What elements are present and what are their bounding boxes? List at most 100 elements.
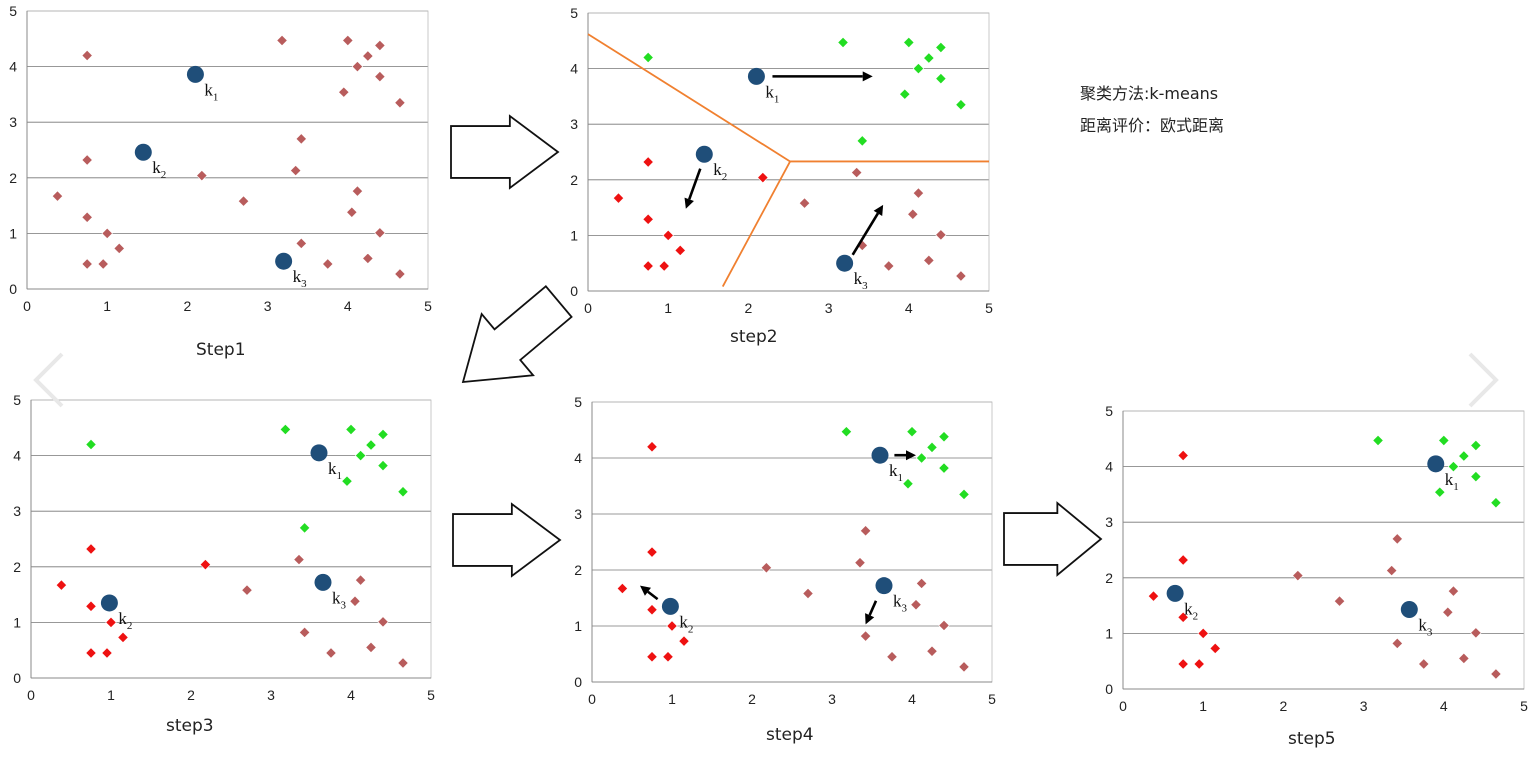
clustering-method-text: 聚类方法:k-means <box>1080 84 1219 103</box>
data-point <box>293 553 305 566</box>
flow-arrow-diagonal <box>461 284 573 384</box>
data-point <box>362 50 374 62</box>
centroid-label: k3 <box>893 592 908 615</box>
centroid-label: k2 <box>152 158 166 181</box>
data-point <box>1197 627 1209 640</box>
data-point <box>101 647 113 659</box>
data-point <box>354 449 367 462</box>
data-point <box>915 452 928 464</box>
centroid-label: k3 <box>854 269 869 292</box>
data-point <box>837 36 849 49</box>
data-point <box>1177 449 1189 462</box>
data-point <box>646 651 658 663</box>
data-point <box>642 260 654 272</box>
x-tick-label: 0 <box>584 300 592 316</box>
data-point <box>374 70 386 83</box>
y-tick-label: 0 <box>13 670 21 686</box>
data-point <box>1391 533 1403 545</box>
x-tick-label: 4 <box>908 691 916 707</box>
data-point <box>85 543 97 555</box>
y-tick-label: 2 <box>574 562 582 578</box>
caption-step3: step3 <box>166 716 214 736</box>
x-tick-label: 0 <box>588 691 596 707</box>
arrow-head <box>684 197 694 209</box>
x-tick-label: 3 <box>828 691 836 707</box>
data-point <box>666 620 678 632</box>
data-point <box>377 428 389 441</box>
data-point <box>1418 658 1430 670</box>
data-point <box>1333 595 1346 607</box>
data-point <box>1147 590 1160 602</box>
data-point <box>341 475 353 487</box>
centroid-marker <box>275 252 293 270</box>
data-point <box>55 579 68 591</box>
data-point <box>354 574 367 586</box>
data-point <box>886 651 898 663</box>
centroid-label: k2 <box>118 609 132 632</box>
arrow-head <box>862 71 873 82</box>
data-point <box>646 546 658 558</box>
x-tick-label: 3 <box>264 298 272 314</box>
data-point <box>81 258 93 270</box>
y-tick-label: 4 <box>9 59 17 75</box>
data-point <box>1438 434 1450 447</box>
data-point <box>859 630 872 642</box>
data-point <box>1490 668 1502 680</box>
x-tick-label: 5 <box>1520 698 1528 714</box>
x-tick-label: 5 <box>988 691 996 707</box>
data-point <box>1177 554 1189 566</box>
y-tick-label: 0 <box>574 674 582 690</box>
prev-slide-button[interactable] <box>30 350 70 410</box>
data-point <box>1447 460 1460 473</box>
data-point <box>1470 627 1482 639</box>
y-tick-label: 3 <box>574 506 582 522</box>
data-point <box>349 595 361 607</box>
centroid-marker <box>1427 455 1445 473</box>
data-point <box>798 197 811 209</box>
centroid-marker <box>836 254 854 272</box>
data-point <box>397 657 409 669</box>
centroid-label: k3 <box>1418 615 1433 638</box>
data-point <box>237 195 250 207</box>
next-slide-button[interactable] <box>1462 350 1502 410</box>
centroid-move-arrow <box>647 590 659 601</box>
data-point <box>854 557 866 569</box>
data-point <box>802 587 814 600</box>
data-point <box>325 647 337 659</box>
data-point <box>757 171 769 184</box>
data-point <box>346 206 358 218</box>
centroid-marker <box>100 594 118 612</box>
data-point <box>658 260 670 272</box>
data-point <box>859 525 872 537</box>
y-tick-label: 1 <box>570 227 578 243</box>
data-point <box>840 426 853 438</box>
centroid-marker <box>134 143 152 161</box>
data-point <box>642 213 654 225</box>
centroid-label: k2 <box>1184 599 1198 622</box>
centroid-label: k1 <box>328 459 342 482</box>
data-point <box>377 459 389 472</box>
data-point <box>1470 439 1482 452</box>
data-point <box>958 488 970 501</box>
data-point <box>394 268 406 280</box>
x-tick-label: 5 <box>424 298 432 314</box>
data-point <box>85 438 97 451</box>
data-point <box>910 599 922 611</box>
arrow-head <box>873 204 884 216</box>
data-point <box>899 88 911 100</box>
data-point <box>955 270 967 282</box>
centroid-marker <box>871 446 889 464</box>
data-point <box>958 661 970 673</box>
y-tick-label: 2 <box>13 559 21 575</box>
data-point <box>377 616 389 628</box>
data-point <box>1391 637 1403 650</box>
centroid-label: k2 <box>713 160 727 183</box>
y-tick-label: 3 <box>1105 514 1113 530</box>
y-tick-label: 1 <box>574 618 582 634</box>
centroid-label: k1 <box>889 461 903 484</box>
x-tick-label: 4 <box>1440 698 1448 714</box>
data-point <box>906 426 918 438</box>
data-point <box>674 244 686 257</box>
